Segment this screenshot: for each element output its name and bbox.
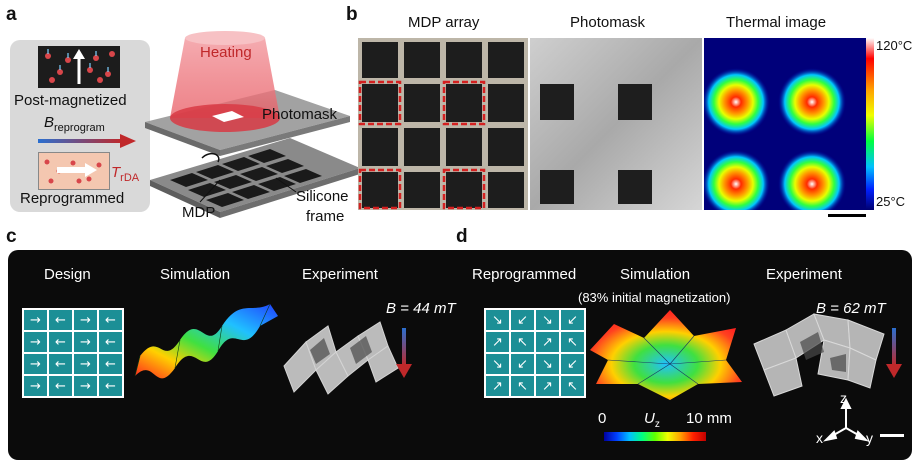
t-rda-sub: rDA — [120, 172, 140, 184]
axes-triad — [822, 397, 870, 442]
uz-min-label: 0 — [598, 410, 607, 427]
colorbar-max-label: 120°C — [876, 38, 913, 53]
scale-bar — [828, 214, 866, 217]
d-cell: ↗ — [536, 332, 559, 352]
uz-sub: z — [654, 419, 660, 430]
d-header-simulation: Simulation — [620, 266, 691, 283]
c-cell: ← — [49, 376, 72, 396]
b-reprogram-arrow — [38, 134, 136, 148]
panel-c-letter: c — [6, 226, 17, 247]
uz-colorbar — [604, 432, 706, 441]
c-cell: → — [24, 354, 47, 374]
axis-y-label: y — [866, 430, 873, 446]
c-cell: ← — [49, 354, 72, 374]
c-header-experiment: Experiment — [302, 266, 378, 283]
mdp-array-photo — [358, 38, 528, 210]
d-cell: ↗ — [486, 332, 509, 352]
d-cell: ↗ — [486, 376, 509, 396]
d-cell: ↘ — [536, 354, 559, 374]
c-cell: ← — [99, 332, 122, 352]
d-simulation-surface — [590, 310, 742, 400]
b-reprogram-main: B — [44, 114, 55, 131]
d-cell: ↙ — [561, 310, 584, 330]
d-experiment-photo — [753, 313, 885, 397]
title-photomask: Photomask — [570, 14, 646, 31]
c-cell: → — [74, 310, 97, 330]
c-cell: → — [24, 310, 47, 330]
d-simulation-note: (83% initial magnetization) — [578, 290, 731, 305]
d-header-experiment: Experiment — [766, 266, 842, 283]
uz-main: U — [644, 410, 655, 427]
photomask-photo — [530, 38, 702, 210]
t-rda-main: T — [111, 164, 121, 181]
panel-a-letter: a — [6, 4, 17, 25]
c-cell: → — [24, 332, 47, 352]
c-cell: → — [24, 376, 47, 396]
d-cell: ↗ — [536, 376, 559, 396]
c-cell: ← — [99, 354, 122, 374]
panel-b-letter: b — [346, 4, 358, 25]
c-cell: → — [74, 332, 97, 352]
c-cell: → — [74, 376, 97, 396]
mdp-label: MDP — [182, 204, 216, 221]
d-cell: ↙ — [561, 354, 584, 374]
title-thermal-image: Thermal image — [726, 14, 827, 31]
scale-bar-bottom — [880, 434, 904, 437]
d-header-reprogrammed: Reprogrammed — [472, 266, 577, 283]
mdp-array-grid — [358, 42, 524, 210]
c-header-design: Design — [44, 266, 91, 283]
panel-d-letter: d — [456, 226, 468, 247]
c-cell: ← — [99, 310, 122, 330]
photomask-windows — [540, 84, 652, 204]
d-cell: ↙ — [511, 354, 534, 374]
title-mdp-array: MDP array — [408, 14, 480, 31]
photomask-label: Photomask — [262, 106, 338, 123]
d-cell: ↘ — [486, 310, 509, 330]
c-cell: ← — [99, 376, 122, 396]
post-magnetized-label: Post-magnetized — [14, 92, 127, 109]
c-field-label: B = 44 mT — [386, 300, 456, 317]
heating-label: Heating — [200, 44, 252, 61]
c-simulation-surface — [134, 303, 278, 379]
d-cell: ↘ — [486, 354, 509, 374]
reprogrammed-particles — [44, 159, 102, 184]
d-cell: ↖ — [561, 332, 584, 352]
c-field-text: B = 44 mT — [386, 300, 456, 317]
thermal-spots — [704, 68, 846, 210]
c-field-arrow — [396, 328, 412, 378]
silicone-frame-label-1: Silicone — [296, 188, 349, 205]
uz-label: Uz — [644, 410, 660, 430]
leader-lines — [199, 177, 297, 203]
d-field-arrow — [886, 328, 902, 378]
d-cell: ↘ — [536, 310, 559, 330]
uz-max-label: 10 mm — [686, 410, 732, 427]
d-cell: ↖ — [561, 376, 584, 396]
axis-x-label: x — [816, 430, 823, 446]
d-field-text: B = 62 mT — [816, 300, 886, 317]
c-header-simulation: Simulation — [160, 266, 231, 283]
b-reprogram-label: Breprogram — [44, 114, 105, 134]
d-cell: ↙ — [511, 310, 534, 330]
silicone-frame-label-2: frame — [306, 208, 345, 225]
d-cell: ↖ — [511, 376, 534, 396]
thermal-colorbar — [866, 38, 874, 210]
reprogrammed-label: Reprogrammed — [20, 190, 125, 207]
c-design-grid: → ← → ← → ← → ← → ← → ← → ← → ← — [22, 308, 124, 398]
c-cell: → — [74, 354, 97, 374]
thermal-image — [704, 38, 866, 210]
d-cell: ↖ — [511, 332, 534, 352]
t-rda-label: TrDA — [111, 164, 139, 184]
d-design-grid: ↘ ↙ ↘ ↙ ↗ ↖ ↗ ↖ ↘ ↙ ↘ ↙ ↗ ↖ ↗ ↖ — [484, 308, 586, 398]
b-reprogram-sub: reprogram — [54, 122, 105, 134]
colorbar-min-label: 25°C — [876, 194, 906, 209]
heating-schematic — [145, 31, 360, 218]
post-magnetized-image — [38, 46, 120, 88]
magnetized-particles — [45, 49, 115, 84]
axis-z-label: z — [840, 390, 847, 406]
d-field-label: B = 62 mT — [816, 300, 886, 317]
reprogrammed-image — [38, 152, 110, 190]
c-cell: ← — [49, 310, 72, 330]
c-cell: ← — [49, 332, 72, 352]
c-experiment-photo — [283, 321, 399, 395]
